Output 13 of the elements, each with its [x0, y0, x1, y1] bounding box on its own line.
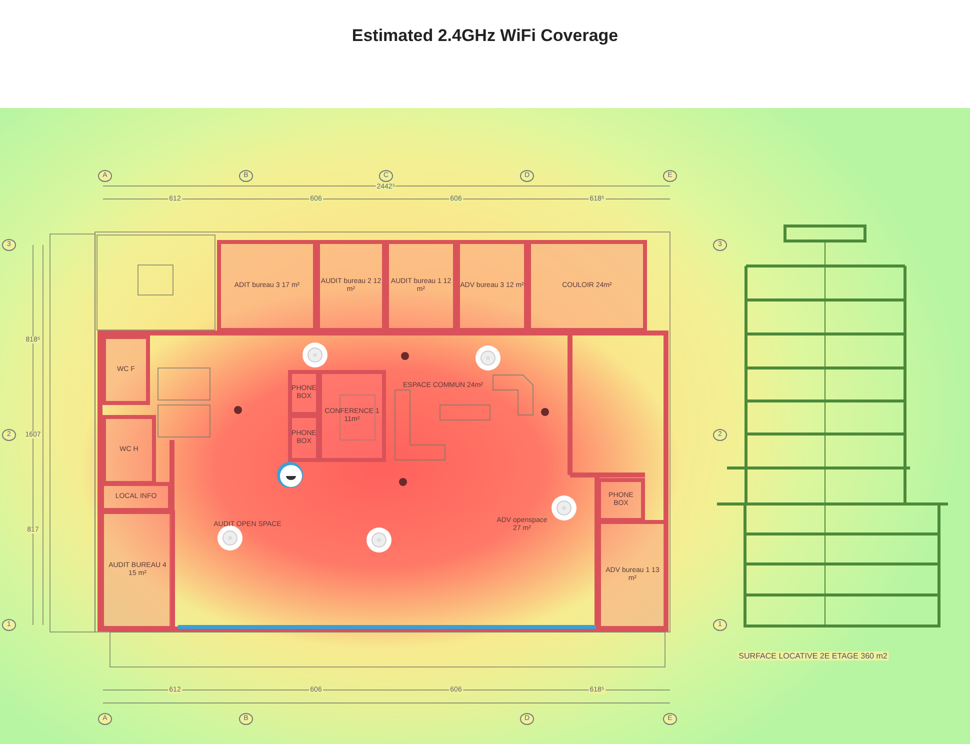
- room-outline: [597, 478, 645, 522]
- room-outline: [527, 240, 647, 332]
- room-outline: [318, 370, 386, 462]
- room-outline: [316, 240, 386, 332]
- chart-title: Estimated 2.4GHz WiFi Coverage: [350, 26, 620, 46]
- room-outline: [217, 240, 317, 332]
- room-outline: [100, 482, 172, 512]
- room-outline: [102, 415, 156, 485]
- room-outline: [385, 240, 457, 332]
- room-outline: [456, 240, 528, 332]
- section-caption: SURFACE LOCATIVE 2E ETAGE 360 m2: [738, 652, 888, 660]
- room-outline: [288, 414, 320, 462]
- room-outline: [288, 370, 320, 416]
